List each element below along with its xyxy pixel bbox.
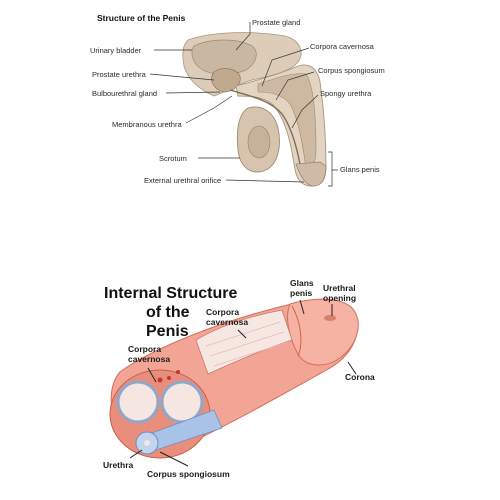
label-glans-line1: Glans (290, 278, 314, 288)
label-glans-line2: penis (290, 288, 312, 298)
bottom-title-line3: Penis (146, 323, 189, 340)
label-urethral-line1: Urethral (323, 283, 356, 293)
prostate-shape (211, 68, 241, 93)
top-leader-lines (149, 22, 319, 183)
bladder-shape (191, 39, 257, 75)
label-spongy-urethra: Spongy urethra (320, 89, 372, 98)
glans-bracket (328, 151, 338, 187)
label-corpora-left-line1: Corpora (128, 344, 161, 354)
label-corpus-spongiosum: Corpus spongiosum (147, 469, 230, 479)
label-corona: Corona (345, 372, 375, 382)
corona-ridge (291, 305, 302, 357)
bottom-title-line2: of the (146, 304, 190, 321)
label-corpus-spongiosum: Corpus spongiosum (318, 66, 385, 75)
label-corpora-cavernosa: Corpora cavernosa (310, 42, 375, 51)
label-prostate-urethra: Prostate urethra (92, 70, 147, 79)
bottom-title-line1: Internal Structure (104, 285, 237, 302)
spongy-urethra-line (229, 89, 303, 177)
label-glans-penis: Glans penis (340, 165, 380, 174)
testis-shape (247, 125, 271, 159)
glans-end (287, 298, 359, 366)
corpus-cavernosum-left (116, 380, 160, 424)
urethra-lumen (144, 440, 150, 446)
sagittal-anatomy-illustration (182, 32, 338, 187)
vessel-dot (167, 376, 171, 380)
label-corpora-left-line2: cavernosa (128, 354, 170, 364)
exposed-inner-texture (205, 321, 289, 367)
label-scrotum: Scrotum (159, 154, 187, 163)
label-urinary-bladder: Urinary bladder (90, 46, 142, 55)
glans-shape (295, 161, 327, 187)
bottom-diagram: Internal Structure of the Penis (103, 278, 375, 479)
vessel-dot (176, 370, 180, 374)
label-corpora-top-line1: Corpora (206, 307, 239, 317)
cross-section-illustration (109, 298, 359, 459)
top-title: Structure of the Penis (97, 13, 186, 23)
label-membranous-urethra: Membranous urethra (112, 120, 182, 129)
corpus-cavernosum-right (160, 380, 204, 424)
top-diagram: Structure of the Penis (90, 13, 385, 187)
label-prostate-gland: Prostate gland (252, 18, 300, 27)
label-urethral-line2: opening (323, 293, 356, 303)
urethral-opening-shape (324, 315, 336, 321)
label-external-urethral-orifice: External urethral orifice (144, 176, 221, 185)
label-urethra: Urethra (103, 460, 134, 470)
bottom-leader-lines (129, 299, 357, 467)
label-corpora-top-line2: cavernosa (206, 317, 248, 327)
vessel-dot (157, 377, 163, 383)
label-bulbourethral-gland: Bulbourethral gland (92, 89, 157, 98)
